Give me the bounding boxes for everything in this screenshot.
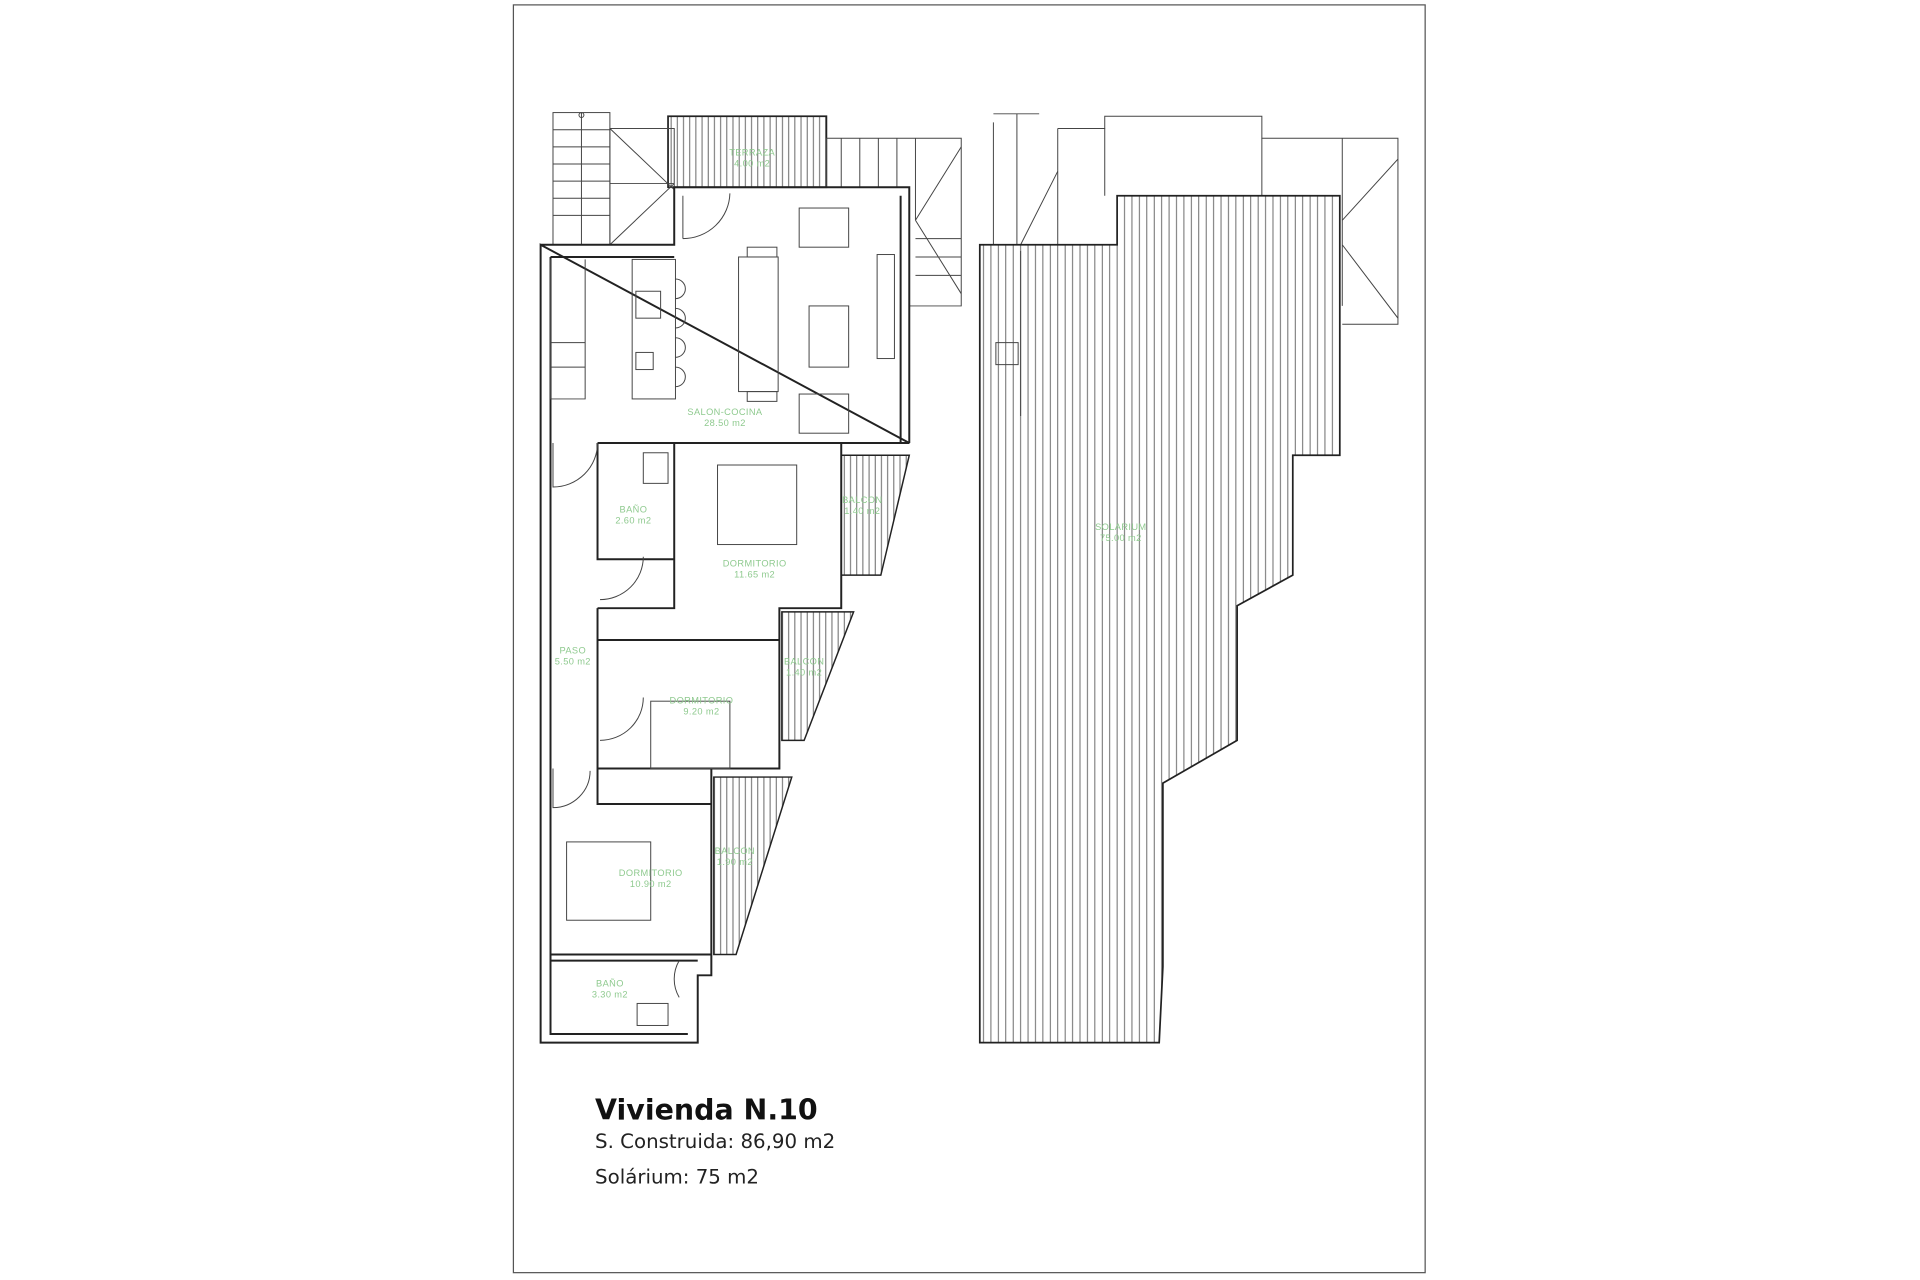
stairs-right xyxy=(825,137,962,307)
label-dormitorio-3: DORMITORIO xyxy=(619,868,683,878)
label-bano-2: BAÑO xyxy=(596,978,624,988)
exterior-wall xyxy=(539,186,911,1044)
dwelling-title: Vivienda N.10 xyxy=(595,1094,818,1127)
label-solarium: SOLARIUM xyxy=(1095,522,1146,532)
bed-1 xyxy=(717,464,798,546)
area-salon-cocina: 28.50 m2 xyxy=(704,418,746,428)
dwelling-floor-plan xyxy=(539,112,962,1044)
balcony-3 xyxy=(713,776,793,956)
label-salon-cocina: SALON-COCINA xyxy=(687,407,762,417)
bed-2 xyxy=(650,700,731,769)
label-paso: PASO xyxy=(560,646,587,656)
area-balcon-1: 1.40 m2 xyxy=(844,506,880,516)
area-paso: 5.50 m2 xyxy=(555,657,591,667)
area-solarium: 75.00 m2 xyxy=(1100,533,1142,543)
built-area: S. Construida: 86,90 m2 xyxy=(595,1130,835,1153)
area-dormitorio-2: 9.20 m2 xyxy=(683,707,719,717)
label-dormitorio-1: DORMITORIO xyxy=(723,559,787,569)
kitchen-furniture xyxy=(550,258,686,400)
solarium-area: Solárium: 75 m2 xyxy=(595,1165,759,1188)
balcony-2 xyxy=(781,611,855,742)
area-balcon-2: 1.40 m2 xyxy=(786,668,822,678)
living-furniture xyxy=(682,193,895,434)
sheet-border xyxy=(512,4,1426,1274)
area-bano-1: 2.60 m2 xyxy=(615,516,651,526)
label-balcon-3: BALCON xyxy=(715,846,755,856)
room-labels: TERRAZA 4.00 m2 SALON-COCINA 28.50 m2 BA… xyxy=(555,147,1146,999)
solarium-deck xyxy=(978,194,1341,1044)
area-balcon-3: 1.90 m2 xyxy=(717,857,753,867)
label-dormitorio-2: DORMITORIO xyxy=(670,696,734,706)
label-bano-1: BAÑO xyxy=(620,505,648,515)
label-balcon-1: BALCON xyxy=(842,495,882,505)
solarium-plan xyxy=(978,113,1399,1044)
area-terraza: 4.00 m2 xyxy=(734,158,770,168)
area-dormitorio-3: 10.90 m2 xyxy=(630,879,672,889)
label-terraza: TERRAZA xyxy=(729,147,775,157)
bed-3 xyxy=(566,841,652,921)
area-bano-2: 3.30 m2 xyxy=(592,989,628,999)
area-dormitorio-1: 11.65 m2 xyxy=(734,570,775,580)
caption: Vivienda N.10 S. Construida: 86,90 m2 So… xyxy=(595,1094,835,1188)
stairs-left xyxy=(552,112,675,246)
label-balcon-2: BALCON xyxy=(784,657,824,667)
